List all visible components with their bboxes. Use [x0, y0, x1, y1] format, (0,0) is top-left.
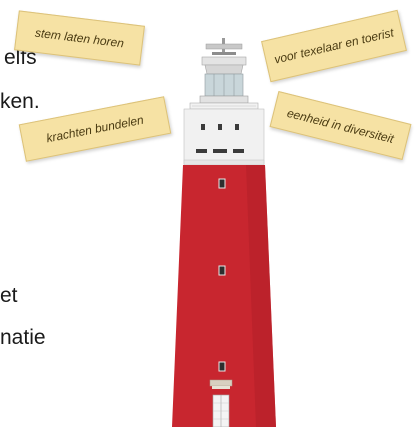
lighthouse-antenna	[206, 38, 242, 55]
lighthouse-lantern	[200, 57, 248, 103]
note-label: krachten bundelen	[45, 113, 145, 146]
lighthouse-gallery	[184, 103, 264, 165]
note-label: stem laten horen	[34, 26, 124, 51]
lighthouse-door	[210, 380, 232, 427]
